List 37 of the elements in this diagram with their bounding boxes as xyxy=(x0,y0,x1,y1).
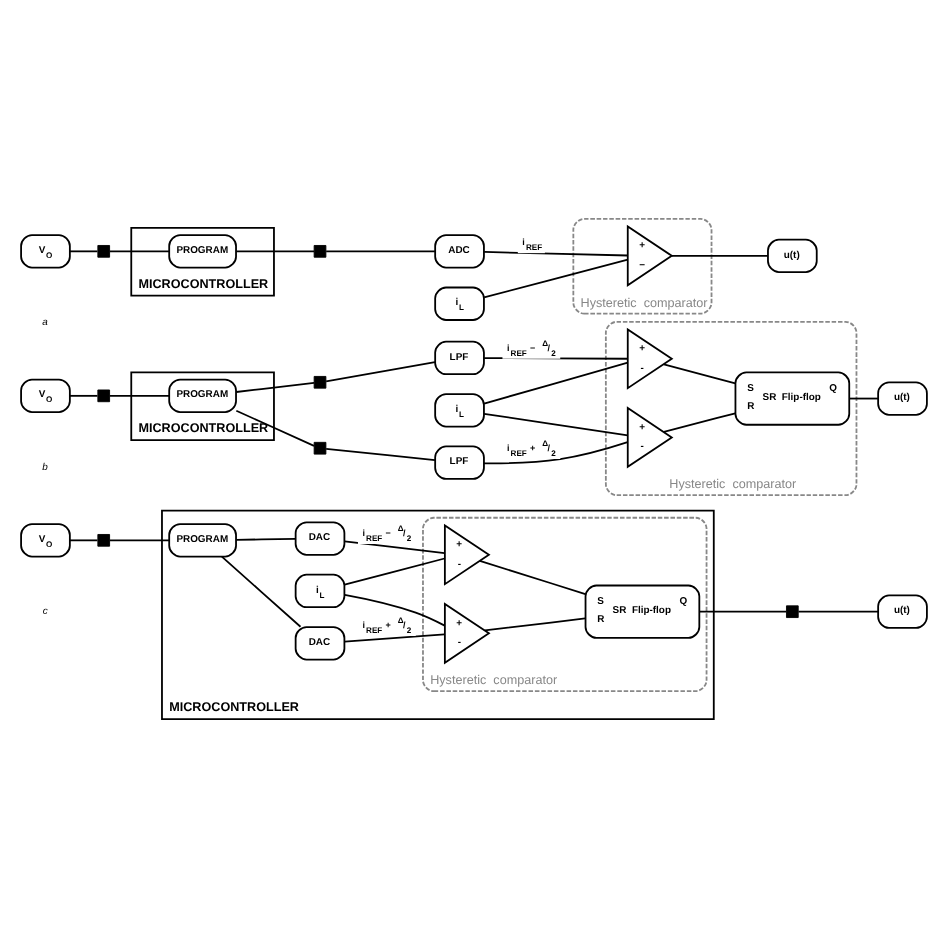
connector xyxy=(325,447,436,462)
node-box xyxy=(97,245,111,258)
connector xyxy=(235,382,315,393)
node-box xyxy=(313,376,327,389)
connector xyxy=(343,593,446,627)
node-box xyxy=(97,389,111,403)
connector xyxy=(235,538,297,541)
connector xyxy=(108,394,170,397)
node-box xyxy=(313,441,327,455)
connector xyxy=(69,394,99,397)
connector xyxy=(235,250,315,253)
connector xyxy=(69,539,99,542)
connector xyxy=(343,557,446,586)
connector xyxy=(848,397,879,400)
connector xyxy=(325,361,436,383)
node-box xyxy=(97,534,111,547)
connector xyxy=(483,412,629,437)
connector xyxy=(343,633,446,643)
connector xyxy=(325,250,436,253)
connector xyxy=(698,610,788,613)
connector xyxy=(663,412,737,433)
connector xyxy=(69,250,99,253)
connector xyxy=(108,250,170,253)
connector xyxy=(483,258,629,299)
connector xyxy=(235,409,315,447)
connector xyxy=(483,251,629,257)
connector xyxy=(108,539,170,542)
connector xyxy=(663,363,737,385)
connector xyxy=(483,361,629,405)
connector xyxy=(483,617,587,632)
connector xyxy=(478,559,587,595)
connector xyxy=(671,254,769,257)
node-box xyxy=(786,605,799,618)
connector xyxy=(220,555,302,628)
connector xyxy=(797,610,879,613)
connector xyxy=(343,540,446,555)
node-box xyxy=(313,245,327,258)
